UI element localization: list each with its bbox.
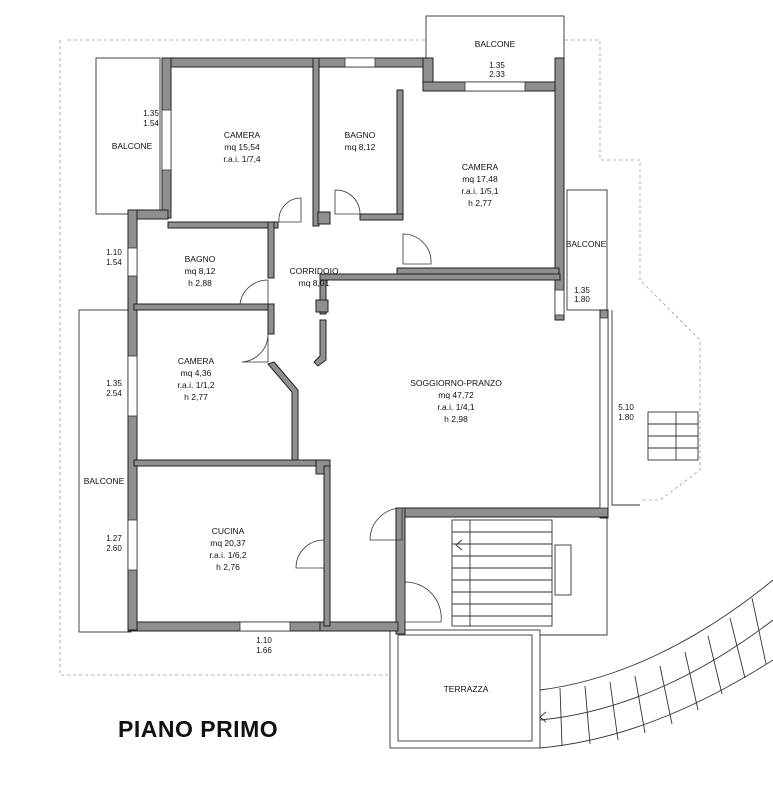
exterior-outline-right: [540, 310, 640, 636]
svg-text:1.54: 1.54: [143, 119, 159, 128]
stair-arrow-left: [455, 539, 463, 551]
dim-left-camera-small: 1.35 2.54: [106, 379, 122, 398]
svg-text:r.a.i. 1/6,2: r.a.i. 1/6,2: [209, 550, 247, 560]
balcony-label-top: BALCONE: [475, 39, 516, 49]
svg-text:CAMERA: CAMERA: [224, 130, 261, 140]
property-boundary: [59, 39, 701, 676]
svg-text:CAMERA: CAMERA: [462, 162, 499, 172]
svg-text:1.10: 1.10: [256, 636, 272, 645]
room-soggiorno-pranzo: SOGGIORNO-PRANZO mq 47,72 r.a.i. 1/4,1 h…: [410, 378, 502, 424]
windows: [127, 57, 609, 632]
svg-text:BAGNO: BAGNO: [185, 254, 216, 264]
room-camera-3: CAMERA mq 4,36 r.a.i. 1/1,2 h 2,77: [177, 356, 215, 402]
svg-text:mq 8,12: mq 8,12: [185, 266, 216, 276]
floor-title: PIANO PRIMO: [118, 716, 279, 742]
svg-text:CAMERA: CAMERA: [178, 356, 215, 366]
svg-text:2.33: 2.33: [489, 70, 505, 79]
dim-right-balcone: 1.35 1.80: [574, 286, 590, 304]
internal-staircase: [451, 519, 572, 627]
svg-text:1.66: 1.66: [256, 646, 272, 655]
svg-text:1.35: 1.35: [489, 61, 505, 70]
room-cucina: CUCINA mq 20,37 r.a.i. 1/6,2 h 2,76: [209, 526, 247, 572]
room-bagno-2: BAGNO mq 8,12 h 2,88: [185, 254, 216, 288]
balcony-label-left-top: BALCONE: [112, 141, 153, 151]
svg-text:r.a.i. 1/4,1: r.a.i. 1/4,1: [437, 402, 475, 412]
ramp-arrow-left: [539, 711, 547, 723]
dim-top-balcone: 1.35 2.33: [489, 61, 505, 79]
svg-text:1.35: 1.35: [106, 379, 122, 388]
svg-text:h 2,98: h 2,98: [444, 414, 468, 424]
svg-text:2.60: 2.60: [106, 544, 122, 553]
svg-text:h 2,77: h 2,77: [184, 392, 208, 402]
svg-text:r.a.i. 1/5,1: r.a.i. 1/5,1: [461, 186, 499, 196]
balcony-right: [566, 189, 608, 311]
svg-text:r.a.i. 1/7,4: r.a.i. 1/7,4: [223, 154, 261, 164]
svg-text:h 2,77: h 2,77: [468, 198, 492, 208]
balcony-left-bottom: [78, 309, 132, 633]
svg-text:mq 4,36: mq 4,36: [181, 368, 212, 378]
interior-walls: [133, 57, 561, 627]
svg-text:SOGGIORNO-PRANZO: SOGGIORNO-PRANZO: [410, 378, 502, 388]
dim-left-camera: 1.35 1.54: [143, 109, 159, 128]
svg-text:5.10: 5.10: [618, 403, 634, 412]
balcony-label-left-bottom: BALCONE: [84, 476, 125, 486]
external-stair-right: [647, 411, 699, 461]
svg-text:h 2,88: h 2,88: [188, 278, 212, 288]
room-terrazza: TERRAZZA: [444, 684, 489, 694]
room-corridoio: CORRIDOIO mq 8,01: [289, 266, 339, 288]
svg-text:BAGNO: BAGNO: [345, 130, 376, 140]
svg-text:mq 15,54: mq 15,54: [224, 142, 260, 152]
dim-left-bagno: 1.10 1.54: [106, 248, 122, 267]
dim-bottom-cucina: 1.10 1.66: [256, 636, 272, 655]
dim-left-cucina: 1.27 2.60: [106, 534, 122, 553]
svg-text:CUCINA: CUCINA: [212, 526, 245, 536]
curved-ramp: [539, 579, 773, 749]
svg-text:mq 8,12: mq 8,12: [345, 142, 376, 152]
balcony-left-top: [95, 57, 161, 215]
doors: [239, 189, 442, 623]
svg-text:1.35: 1.35: [143, 109, 159, 118]
svg-text:2.54: 2.54: [106, 389, 122, 398]
svg-text:1.54: 1.54: [106, 258, 122, 267]
svg-text:1.10: 1.10: [106, 248, 122, 257]
dim-right-soggiorno: 5.10 1.80: [618, 403, 634, 422]
svg-text:mq 17,48: mq 17,48: [462, 174, 498, 184]
room-camera-1: CAMERA mq 15,54 r.a.i. 1/7,4: [223, 130, 261, 164]
svg-text:mq 8,01: mq 8,01: [299, 278, 330, 288]
svg-text:mq 47,72: mq 47,72: [438, 390, 474, 400]
svg-text:h 2,76: h 2,76: [216, 562, 240, 572]
svg-text:1.80: 1.80: [618, 413, 634, 422]
svg-text:r.a.i. 1/1,2: r.a.i. 1/1,2: [177, 380, 215, 390]
room-bagno-1: BAGNO mq 8,12: [345, 130, 376, 152]
terrazza-outline: [389, 629, 541, 749]
svg-text:1.35: 1.35: [574, 286, 590, 295]
svg-text:CORRIDOIO: CORRIDOIO: [289, 266, 339, 276]
svg-text:1.80: 1.80: [574, 295, 590, 304]
room-camera-2: CAMERA mq 17,48 r.a.i. 1/5,1 h 2,77: [461, 162, 499, 208]
balcony-label-right: BALCONE: [566, 239, 607, 249]
svg-text:mq 20,37: mq 20,37: [210, 538, 246, 548]
terrazza-inner: [397, 634, 533, 742]
svg-text:1.27: 1.27: [106, 534, 122, 543]
